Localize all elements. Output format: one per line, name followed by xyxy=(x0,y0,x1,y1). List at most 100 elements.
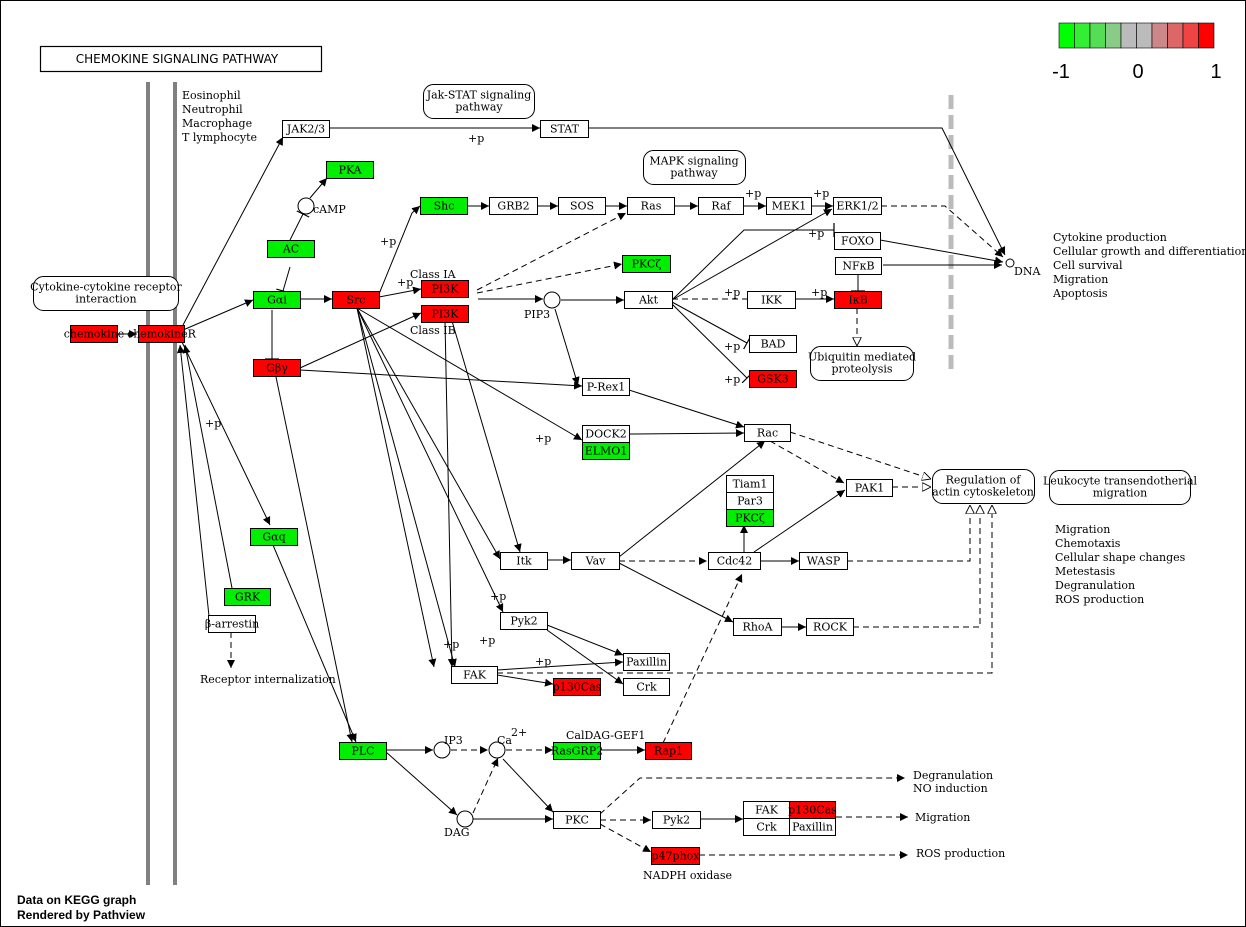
gene-node-pka[interactable]: PKA xyxy=(326,161,374,179)
gene-node-ras[interactable]: Ras xyxy=(627,197,675,215)
gene-node-ikk[interactable]: IKK xyxy=(747,291,796,309)
gene-box xyxy=(451,666,498,684)
compound-ca-label: Ca xyxy=(497,734,512,747)
compound-pip3[interactable] xyxy=(543,291,561,309)
pathway-link-actin-cytoskeleton[interactable] xyxy=(932,469,1035,504)
gene-node-gbg[interactable]: Gβγ xyxy=(253,359,301,377)
gene-box xyxy=(553,742,601,760)
gene-box xyxy=(582,378,630,396)
gene-node-pyk2a[interactable]: Pyk2 xyxy=(500,612,548,630)
gene-node-grb2[interactable]: GRB2 xyxy=(489,197,538,215)
gene-node-crk[interactable]: Crk xyxy=(623,678,670,696)
gene-node-barr[interactable]: β-arrestin xyxy=(205,615,259,633)
compound-camp[interactable] xyxy=(297,197,315,215)
gene-node-ac[interactable]: AC xyxy=(267,240,315,258)
gene-node-gsk3[interactable]: GSK3 xyxy=(749,370,797,388)
gene-node-pkcz2[interactable]: PKCζ xyxy=(726,509,774,527)
compound-calcium[interactable] xyxy=(488,741,506,759)
gene-label: Rac xyxy=(757,427,778,440)
pathway-link-mapk[interactable] xyxy=(643,150,746,185)
phosphorylation-marks: +p+p+p+p+p+p+p+p+p+p+p+p+p+p+p+p xyxy=(205,132,829,668)
gene-node-jak[interactable]: JAK2/3 xyxy=(282,120,330,138)
gene-box xyxy=(282,120,330,138)
gene-node-raf[interactable]: Raf xyxy=(698,197,744,215)
gene-node-prex[interactable]: P-Rex1 xyxy=(582,378,630,396)
gene-node-fak[interactable]: FAK xyxy=(451,666,498,684)
gene-node-paxillin[interactable]: Paxillin xyxy=(623,653,670,671)
pathway-link-cytokine-line1: Cytokine-cytokine receptor xyxy=(30,281,182,294)
gene-node-chemokineR[interactable]: chemokineR xyxy=(127,325,197,343)
gene-node-crk2[interactable]: Crk xyxy=(743,818,790,836)
gene-node-pi3k2[interactable]: PI3K xyxy=(421,305,469,323)
gene-node-vav[interactable]: Vav xyxy=(571,552,620,570)
gene-node-par3[interactable]: Par3 xyxy=(726,492,774,510)
gene-box xyxy=(489,197,538,215)
gene-node-pkc[interactable]: PKC xyxy=(553,811,601,829)
pathway-link-leukocyte-migration[interactable] xyxy=(1049,470,1191,505)
gene-box xyxy=(833,197,882,215)
gene-box xyxy=(138,325,185,343)
gene-node-ikb[interactable]: IκB xyxy=(834,291,882,309)
gene-node-dock2[interactable]: DOCK2 xyxy=(582,425,630,443)
gene-node-nfkb[interactable]: NFκB xyxy=(835,257,882,275)
pathway-link-ubiquitin[interactable] xyxy=(810,346,914,381)
gene-box xyxy=(645,742,692,760)
gene-node-p130b[interactable]: p130Cas xyxy=(788,801,837,819)
pathway-link-ubiquitin-line2: proteolysis xyxy=(831,363,892,376)
compound-dag[interactable] xyxy=(456,810,474,828)
gene-label: STAT xyxy=(550,123,580,136)
gene-label: AC xyxy=(282,243,299,256)
gene-node-plc[interactable]: PLC xyxy=(339,742,387,760)
phosphorylation-label: +p xyxy=(443,638,459,651)
gene-node-paxillin2[interactable]: Paxillin xyxy=(789,818,836,836)
gene-node-itk[interactable]: Itk xyxy=(500,552,548,570)
gene-node-chemokine[interactable]: chemokine xyxy=(64,325,125,343)
compound-pip3-label: PIP3 xyxy=(524,308,550,321)
gene-node-pi3k1[interactable]: PI3K xyxy=(421,280,469,298)
gene-node-p130a[interactable]: p130Cas xyxy=(553,678,602,696)
pkc-outcome-no-induction: NO induction xyxy=(913,782,988,795)
gene-box xyxy=(500,612,548,630)
gene-label: Itk xyxy=(516,555,532,568)
gene-box xyxy=(799,552,848,570)
gene-node-p47phox[interactable]: p47phox xyxy=(651,847,701,865)
legend-cell xyxy=(1198,22,1215,49)
gene-node-fak2[interactable]: FAK xyxy=(743,801,790,819)
gene-node-bad[interactable]: BAD xyxy=(749,335,797,353)
gene-node-rock[interactable]: ROCK xyxy=(806,618,854,636)
gene-node-cdc42[interactable]: Cdc42 xyxy=(708,552,761,570)
gene-node-rap1[interactable]: Rap1 xyxy=(645,742,692,760)
gene-node-foxo[interactable]: FOXO xyxy=(834,232,881,250)
gene-node-erk[interactable]: ERK1/2 xyxy=(833,197,882,215)
legend-label-min: -1 xyxy=(1052,61,1070,83)
gene-node-gai[interactable]: Gαi xyxy=(253,291,301,309)
pathway-link-cytokine-receptor[interactable] xyxy=(33,276,179,311)
gene-node-stat[interactable]: STAT xyxy=(540,120,589,138)
gene-label: Gαq xyxy=(262,531,285,544)
gene-node-gaq[interactable]: Gαq xyxy=(250,528,298,546)
gene-node-src[interactable]: Src xyxy=(332,291,380,309)
compound-ip3[interactable] xyxy=(433,741,451,759)
edges xyxy=(117,124,1006,859)
gene-node-tiam1[interactable]: Tiam1 xyxy=(726,475,774,493)
gene-node-elmo1[interactable]: ELMO1 xyxy=(582,442,630,460)
gene-node-pkcz1[interactable]: PKCζ xyxy=(622,255,671,273)
gene-node-rhoa[interactable]: RhoA xyxy=(733,618,782,636)
gene-node-shc[interactable]: Shc xyxy=(420,197,468,215)
pathway-link-jak-stat[interactable] xyxy=(423,84,535,119)
gene-node-pyk2b[interactable]: Pyk2 xyxy=(652,811,701,829)
gene-box xyxy=(208,615,256,633)
gene-node-rasgrp2[interactable]: RasGRP2 xyxy=(551,742,603,760)
actin-outcome-metastasis: Metestasis xyxy=(1055,565,1115,578)
gene-label: FAK xyxy=(463,669,487,682)
gene-node-akt[interactable]: Akt xyxy=(624,291,673,309)
gene-node-wasp[interactable]: WASP xyxy=(799,552,848,570)
legend-cell xyxy=(1167,22,1184,49)
gene-node-rac[interactable]: Rac xyxy=(744,424,791,442)
gene-node-sos[interactable]: SOS xyxy=(558,197,606,215)
gene-node-mek1[interactable]: MEK1 xyxy=(766,197,812,215)
gene-node-pak1[interactable]: PAK1 xyxy=(846,479,893,497)
gene-node-grk[interactable]: GRK xyxy=(224,588,271,606)
